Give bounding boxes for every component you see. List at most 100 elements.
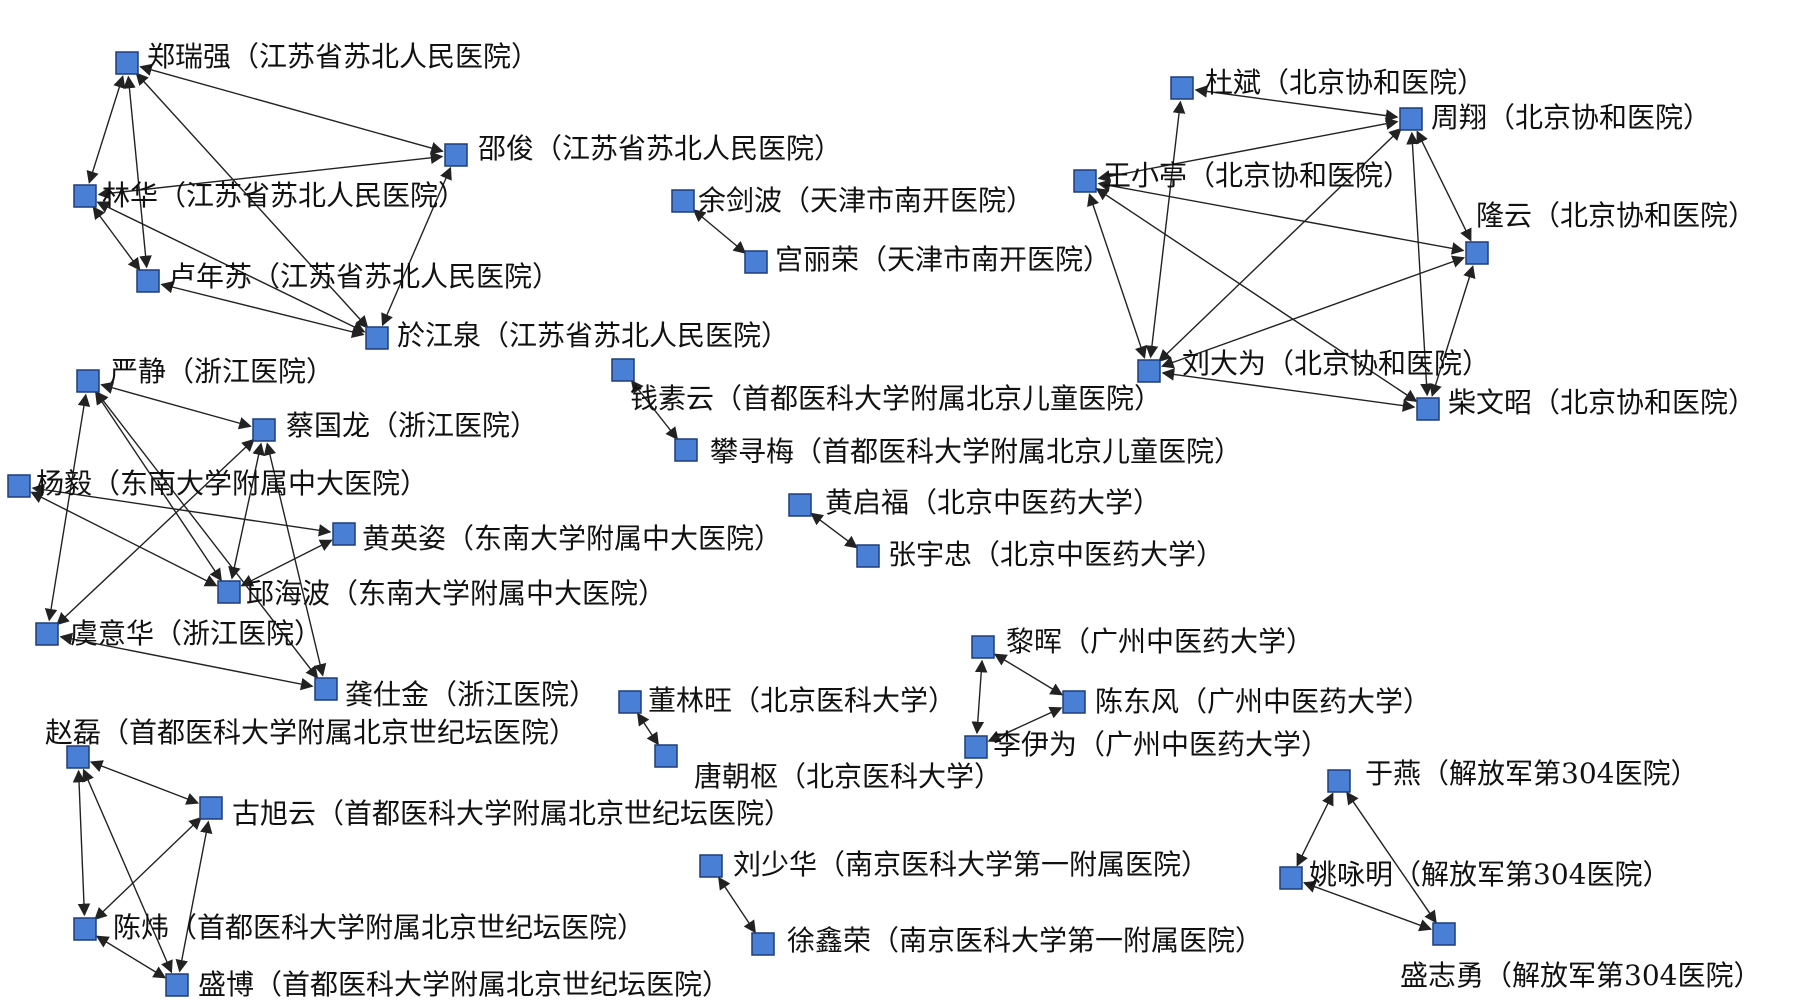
node-square[interactable]	[66, 745, 90, 769]
node-chen_wei[interactable]: 陈炜（首都医科大学附属北京世纪坛医院）	[73, 911, 645, 944]
node-qiu_haibo[interactable]: 邱海波（东南大学附属中大医院）	[217, 577, 666, 610]
node-lu_niansu[interactable]: 卢年苏（江苏省苏北人民医院）	[136, 260, 560, 293]
node-square[interactable]	[365, 326, 389, 350]
node-square[interactable]	[1416, 397, 1440, 421]
node-qian_suyun[interactable]: 钱素云（首都医科大学附属北京儿童医院）	[611, 358, 1162, 415]
node-square[interactable]	[1399, 107, 1423, 131]
node-sheng_bo[interactable]: 盛博（首都医科大学附属北京世纪坛医院）	[165, 968, 730, 1001]
node-yu_jianbo[interactable]: 余剑波（天津市南开医院）	[671, 184, 1034, 217]
edge-yao_yongming-sheng_zhiyong	[1302, 880, 1433, 932]
node-square[interactable]	[611, 358, 635, 382]
edge-yu_yan-yao_yongming	[1296, 792, 1334, 867]
node-square[interactable]	[856, 544, 880, 568]
node-square[interactable]	[744, 250, 768, 274]
node-zhao_lei[interactable]: 赵磊（首都医科大学附属北京世纪坛医院）	[45, 716, 577, 769]
node-square[interactable]	[35, 622, 59, 646]
edge-yan_jing-yu_yihua	[44, 393, 91, 622]
node-li_hui[interactable]: 黎晖（广州中医药大学）	[971, 625, 1314, 659]
node-square[interactable]	[671, 189, 695, 213]
node-square[interactable]	[165, 973, 189, 997]
node-yu_jiangquan[interactable]: 於江泉（江苏省苏北人民医院）	[365, 319, 789, 352]
node-square[interactable]	[252, 418, 276, 442]
node-gong_shijin[interactable]: 龚仕金（浙江医院）	[314, 677, 597, 711]
node-square[interactable]	[1137, 359, 1161, 383]
node-square[interactable]	[1432, 922, 1456, 946]
edge-li_yiwei-chen_dongfeng	[987, 706, 1063, 743]
edge-wang_xiaoting-liu_dawei	[1087, 193, 1147, 359]
node-label: 郑瑞强（江苏省苏北人民医院）	[147, 40, 539, 73]
node-label: 邵俊（江苏省苏北人民医院）	[478, 132, 842, 165]
node-chai_wenzhao[interactable]: 柴文昭（北京协和医院）	[1416, 386, 1756, 421]
node-liu_dawei[interactable]: 刘大为（北京协和医院）	[1137, 347, 1490, 383]
node-xu_xinrong[interactable]: 徐鑫荣（南京医科大学第一附属医院）	[751, 924, 1263, 957]
node-square[interactable]	[76, 369, 100, 393]
node-chen_dongfeng[interactable]: 陈东风（广州中医药大学）	[1062, 685, 1431, 718]
node-huang_qifu[interactable]: 黄启福（北京中医药大学）	[788, 486, 1161, 519]
node-pan_xunmei[interactable]: 攀寻梅（首都医科大学附属北京儿童医院）	[674, 435, 1242, 468]
node-square[interactable]	[674, 438, 698, 462]
node-yu_yihua[interactable]: 虞意华（浙江医院）	[35, 617, 322, 650]
node-label: 姚咏明（解放军第304医院）	[1309, 858, 1670, 891]
node-label: 林华（江苏省苏北人民医院）	[102, 179, 466, 212]
node-square[interactable]	[332, 522, 356, 546]
node-du_bin[interactable]: 杜斌（北京协和医院）	[1170, 66, 1485, 100]
node-liu_shaohua[interactable]: 刘少华（南京医科大学第一附属医院）	[699, 848, 1209, 881]
node-cai_guolong[interactable]: 蔡国龙（浙江医院）	[252, 409, 538, 442]
node-square[interactable]	[1062, 690, 1086, 714]
node-square[interactable]	[73, 917, 97, 941]
edge-wang_xiaoting-long_yun	[1097, 179, 1465, 255]
node-square[interactable]	[1073, 169, 1097, 193]
node-square[interactable]	[1170, 76, 1194, 100]
node-wang_xiaoting[interactable]: 王小亭（北京协和医院）	[1073, 159, 1411, 193]
node-square[interactable]	[1465, 241, 1489, 265]
node-square[interactable]	[964, 735, 988, 759]
node-lin_hua[interactable]: 林华（江苏省苏北人民医院）	[73, 179, 466, 212]
node-square[interactable]	[115, 51, 139, 75]
node-square[interactable]	[217, 580, 241, 604]
node-square[interactable]	[444, 143, 468, 167]
node-square[interactable]	[1327, 769, 1351, 793]
edge-huang_yingzi-qiu_haibo	[240, 539, 333, 587]
node-label: 杨毅（东南大学附属中大医院）	[36, 467, 428, 500]
node-li_yiwei[interactable]: 李伊为（广州中医药大学）	[964, 728, 1329, 761]
node-square[interactable]	[751, 932, 775, 956]
node-zhang_yuzhong[interactable]: 张宇忠（北京中医药大学）	[856, 538, 1224, 571]
node-zheng_ruiqiang[interactable]: 郑瑞强（江苏省苏北人民医院）	[115, 40, 539, 75]
node-square[interactable]	[618, 690, 642, 714]
node-square[interactable]	[7, 474, 31, 498]
node-square[interactable]	[136, 269, 160, 293]
node-label: 严静（浙江医院）	[110, 355, 334, 388]
node-sheng_zhiyong[interactable]: 盛志勇（解放军第304医院）	[1400, 922, 1761, 992]
node-label: 于燕（解放军第304医院）	[1365, 757, 1698, 790]
node-label: 黄启福（北京中医药大学）	[825, 486, 1161, 519]
node-tang_chaoshu[interactable]: 唐朝枢（北京医科大学）	[654, 744, 1002, 793]
node-label: 虞意华（浙江医院）	[70, 617, 322, 650]
node-dong_linwang[interactable]: 董林旺（北京医科大学）	[618, 684, 956, 717]
node-square[interactable]	[971, 635, 995, 659]
node-square[interactable]	[314, 677, 338, 701]
node-yu_yan[interactable]: 于燕（解放军第304医院）	[1327, 757, 1698, 793]
node-long_yun[interactable]: 隆云（北京协和医院）	[1465, 199, 1756, 265]
node-square[interactable]	[1279, 866, 1303, 890]
edge-zheng_ruiqiang-lu_niansu	[123, 75, 152, 269]
node-yan_jing[interactable]: 严静（浙江医院）	[76, 355, 334, 393]
node-zhou_xiang[interactable]: 周翔（北京协和医院）	[1399, 101, 1711, 134]
node-huang_yingzi[interactable]: 黄英姿（东南大学附属中大医院）	[332, 522, 782, 555]
node-yang_yi[interactable]: 杨毅（东南大学附属中大医院）	[7, 467, 428, 500]
edge-du_bin-liu_dawei	[1145, 100, 1186, 359]
node-label: 隆云（北京协和医院）	[1476, 199, 1756, 232]
node-square[interactable]	[699, 854, 723, 878]
node-label: 盛志勇（解放军第304医院）	[1400, 959, 1761, 992]
node-square[interactable]	[199, 796, 223, 820]
edge-dong_linwang-tang_chaoshu	[637, 712, 659, 746]
node-yao_yongming[interactable]: 姚咏明（解放军第304医院）	[1279, 858, 1670, 891]
node-square[interactable]	[788, 493, 812, 517]
edge-lin_hua-shao_jun	[97, 151, 444, 200]
node-label: 张宇忠（北京中医药大学）	[888, 538, 1224, 571]
node-gong_lirong[interactable]: 宫丽荣（天津市南开医院）	[744, 243, 1111, 276]
node-square[interactable]	[654, 744, 678, 768]
node-shao_jun[interactable]: 邵俊（江苏省苏北人民医院）	[444, 132, 842, 167]
node-gu_xuyun[interactable]: 古旭云（首都医科大学附属北京世纪坛医院）	[199, 796, 792, 830]
node-square[interactable]	[73, 184, 97, 208]
edge-zheng_ruiqiang-shao_jun	[139, 63, 444, 155]
